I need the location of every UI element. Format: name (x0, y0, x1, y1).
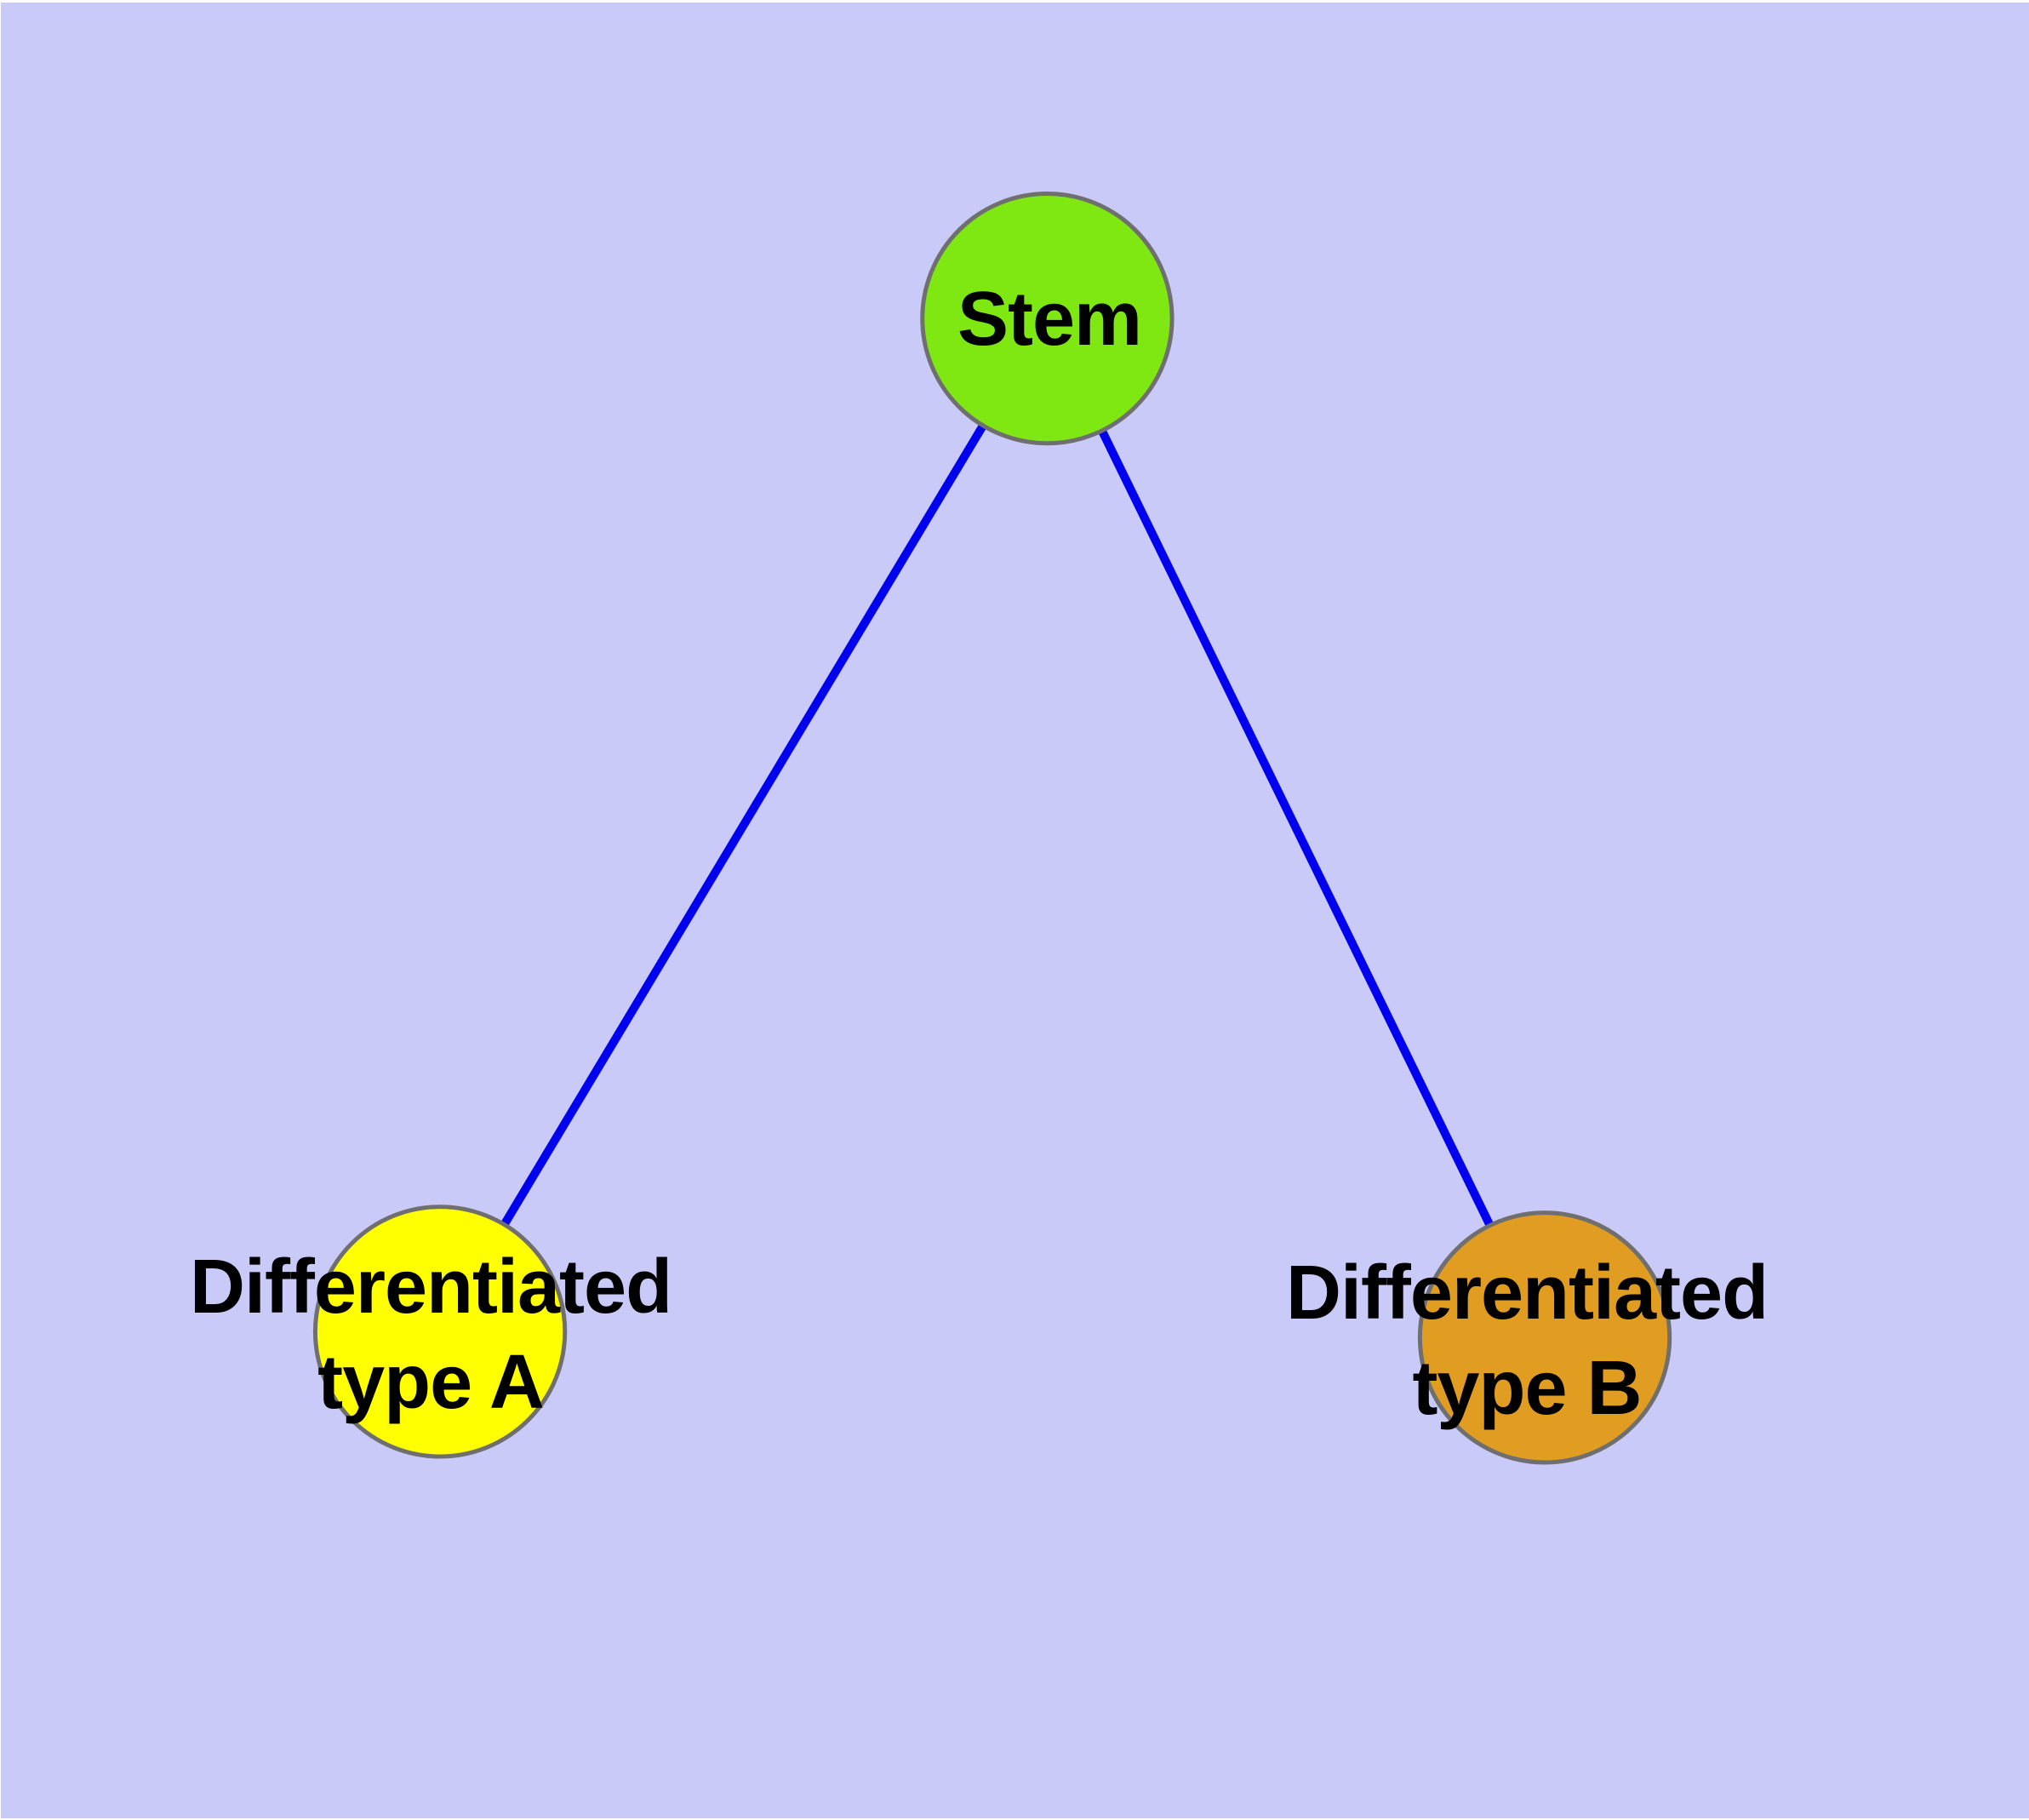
type-b-node-label: Differentiated type B (1285, 1245, 1769, 1436)
stem-label-text: Stem (957, 277, 1142, 362)
node-type-a-circle (312, 1205, 568, 1459)
type-b-label-line2: type B (1412, 1346, 1642, 1431)
diagram-canvas: Stem Differentiated type A Differentiate… (1, 3, 2029, 1818)
node-type-b-circle (1417, 1210, 1672, 1465)
type-a-label-line2: type A (317, 1340, 545, 1425)
graph-svg (312, 191, 1672, 1465)
stem-node-label: Stem (957, 272, 1142, 367)
type-a-node-label: Differentiated type A (190, 1239, 672, 1430)
type-b-label-line1: Differentiated (1285, 1251, 1769, 1336)
type-a-label-line1: Differentiated (189, 1245, 672, 1330)
edge-stem-to-type-b (1043, 316, 1549, 1340)
node-stem-circle (920, 191, 1175, 446)
edge-stem-to-type-a (436, 316, 1051, 1334)
